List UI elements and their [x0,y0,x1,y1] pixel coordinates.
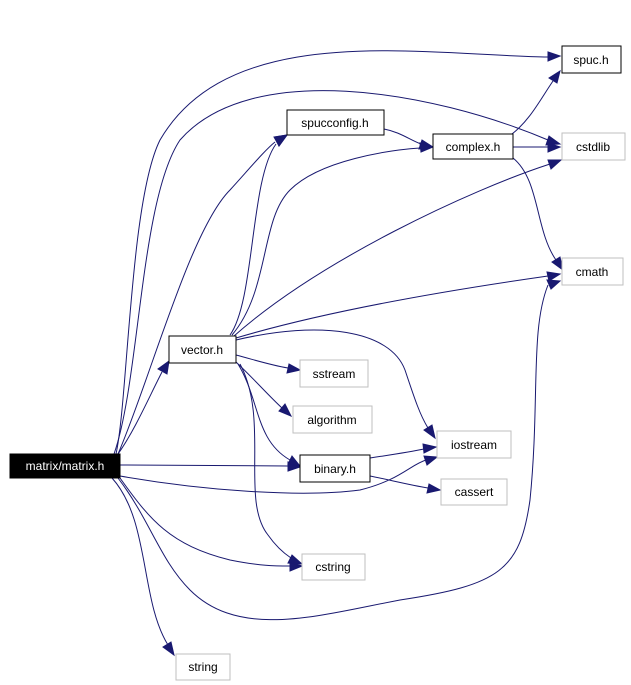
node-complex-h-box [432,133,514,160]
edge-complex-cstdlib-arrowhead [547,142,562,153]
edge-vector-cmath-arrowhead [546,271,562,282]
edge-vector-iostream [235,329,429,429]
node-sstream-label: sstream [313,367,356,381]
edge-vector-algorithm-arrowhead [278,403,293,417]
node-vector-h-label: vector.h [181,343,223,357]
node-cstring-box [301,553,366,581]
node-spuc-h-box [561,45,622,74]
node-cmath: cmath [561,257,624,286]
edge-root-iostream [119,459,427,494]
node-cassert-label: cassert [455,485,494,499]
node-cmath-label: cmath [576,265,609,279]
edges [111,50,564,657]
edge-root-string [111,477,169,646]
edge-root-cstdlib [113,90,549,455]
edge-root-spucconfig [117,141,276,455]
node-iostream: iostream [436,430,512,459]
node-vector-h-box [168,335,237,364]
node-cassert: cassert [440,478,508,506]
edge-binary-iostream-arrowhead [422,443,438,454]
edge-binary-cassert-arrowhead [426,483,442,494]
edge-vector-cstring [239,363,292,559]
edge-vector-iostream-arrowhead [423,424,436,440]
node-matrix-h-box [9,453,121,479]
node-algorithm-box [292,405,373,434]
node-string-label: string [188,660,217,674]
node-spucconfig-h-label: spucconfig.h [301,116,368,130]
edge-root-binary [119,464,289,467]
node-spucconfig-h-box [286,109,385,136]
edge-vector-cstdlib-arrowhead [547,159,563,170]
node-cmath-box [561,257,624,286]
node-iostream-box [436,430,512,459]
edge-vector-binary [237,363,291,461]
node-cstdlib-label: cstdlib [576,140,610,154]
node-cstdlib-box [561,132,626,161]
node-string: string [175,653,231,681]
node-cstring-label: cstring [315,560,350,574]
edge-root-spuc [115,50,549,455]
edge-vector-spucconfig [229,143,277,336]
edge-root-cstring [119,477,291,567]
node-vector-h[interactable]: vector.h [168,335,237,364]
node-algorithm-label: algorithm [307,413,356,427]
edge-vector-binary-arrowhead [287,455,302,467]
node-binary-h-box [299,454,371,483]
node-sstream: sstream [299,359,369,388]
edge-binary-iostream [369,448,425,459]
edge-vector-complex [231,147,421,336]
edge-vector-sstream-arrowhead [286,363,302,374]
node-matrix-h[interactable]: matrix/matrix.h [9,453,121,479]
node-algorithm: algorithm [292,405,373,434]
node-string-box [175,653,231,681]
edge-spucconfig-complex [383,128,422,145]
edge-root-vector [117,371,163,455]
edge-complex-spuc-arrowhead [548,69,561,84]
node-iostream-label: iostream [451,438,497,452]
edge-root-string-arrowhead [162,641,175,657]
node-complex-h[interactable]: complex.h [432,133,514,160]
edge-vector-sstream [235,354,289,369]
edge-complex-cmath [512,157,557,261]
node-spuc-h[interactable]: spuc.h [561,45,622,74]
edge-complex-cmath-arrowhead [551,256,564,272]
node-spuc-h-label: spuc.h [573,53,608,67]
node-cstring: cstring [301,553,366,581]
edge-root-cmath [117,284,549,621]
node-matrix-h-label: matrix/matrix.h [26,459,105,473]
nodes: matrix/matrix.h vector.h spucconfig.h co… [9,45,626,681]
edge-root-spuc-arrowhead [547,51,562,62]
edge-binary-cassert [369,475,429,489]
node-complex-h-label: complex.h [446,140,501,154]
edge-root-iostream-arrowhead [423,455,439,466]
edge-complex-spuc [511,80,554,135]
edge-vector-complex-arrowhead [419,142,435,153]
edge-root-cmath-arrowhead [546,279,562,290]
edge-root-vector-arrowhead [157,359,170,375]
node-spucconfig-h[interactable]: spucconfig.h [286,109,385,136]
edge-vector-cmath [235,275,549,339]
edge-vector-cstdlib [233,163,551,337]
node-cassert-box [440,478,508,506]
node-sstream-box [299,359,369,388]
edge-vector-spucconfig-arrowhead [274,134,289,147]
node-binary-h-label: binary.h [314,462,356,476]
node-binary-h[interactable]: binary.h [299,454,371,483]
node-cstdlib: cstdlib [561,132,626,161]
edge-vector-cstring-arrowhead [287,554,304,565]
